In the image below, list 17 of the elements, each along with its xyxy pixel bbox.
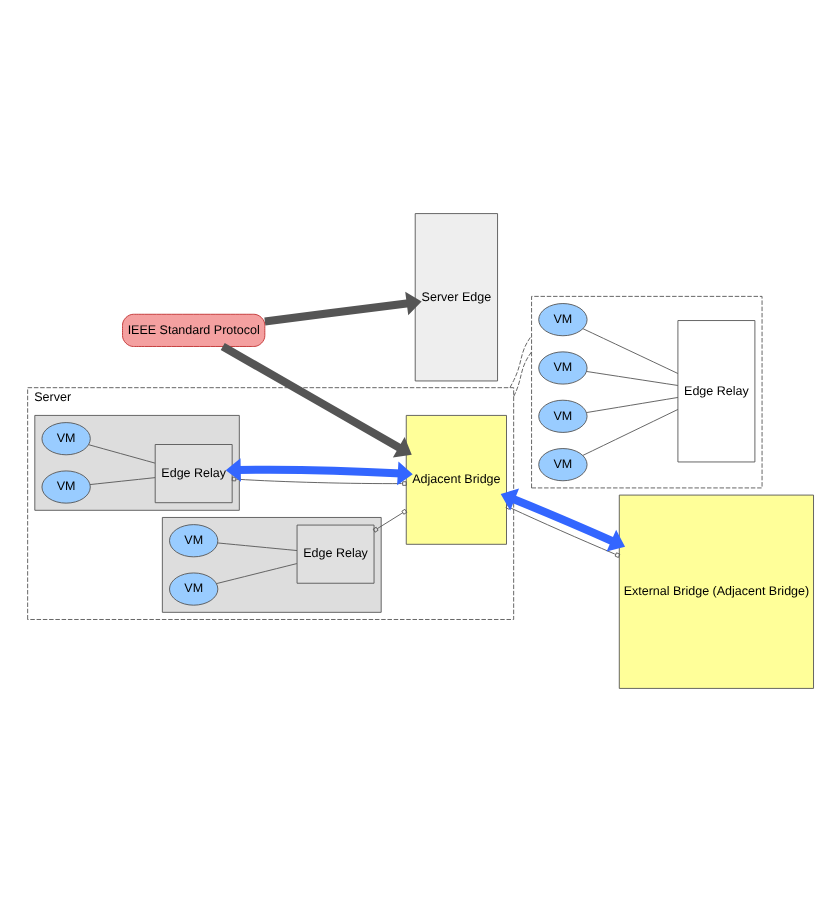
connector <box>217 542 298 551</box>
connector <box>88 444 156 464</box>
cluster <box>531 295 763 489</box>
connector <box>513 351 533 398</box>
arrow <box>500 488 626 552</box>
connector <box>509 335 533 389</box>
connector <box>582 328 679 374</box>
connector <box>89 477 156 485</box>
connector <box>216 563 298 585</box>
connector <box>586 371 679 386</box>
arrow <box>220 343 412 458</box>
connector <box>231 476 407 486</box>
arrow <box>225 458 413 486</box>
connector <box>586 397 679 413</box>
connector <box>372 508 408 533</box>
arrow <box>264 291 422 326</box>
connector <box>582 409 679 456</box>
